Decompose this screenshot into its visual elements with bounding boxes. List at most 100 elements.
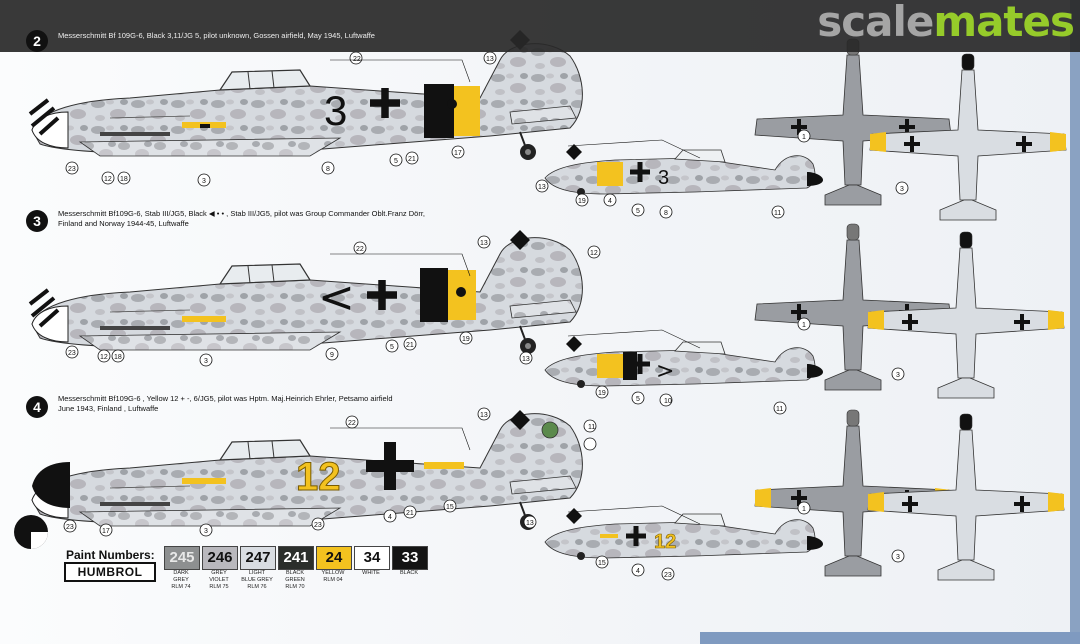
profile-4-lower-planform	[867, 413, 1065, 581]
svg-text:4: 4	[636, 568, 640, 575]
svg-text:4: 4	[608, 198, 612, 205]
paint-swatch-label-line: BLUE GREY	[241, 577, 273, 583]
svg-text:13: 13	[480, 240, 488, 247]
paint-swatch-34: 34	[354, 546, 390, 570]
svg-text:1: 1	[802, 322, 806, 329]
paint-swatch-label-line: WHITE	[362, 570, 380, 576]
svg-text:12: 12	[104, 176, 112, 183]
svg-text:12: 12	[100, 354, 108, 361]
svg-text:5: 5	[636, 396, 640, 403]
svg-text:1: 1	[802, 506, 806, 513]
profile-3-number: 3	[26, 210, 48, 232]
paint-swatch-245: 245	[164, 546, 200, 570]
svg-text:17: 17	[102, 528, 110, 535]
svg-text:11: 11	[776, 406, 783, 413]
callout-markers	[63, 51, 909, 581]
page-edge-bottom	[700, 632, 1080, 644]
paint-swatch-33: 33	[392, 546, 428, 570]
profile-4-caption-line-1: Messerschmitt Bf109G-6 , Yellow 12 + -, …	[58, 394, 393, 403]
paint-swatch-label-line: RLM 76	[247, 584, 267, 590]
svg-text:18: 18	[114, 354, 122, 361]
svg-text:5: 5	[636, 208, 640, 215]
quarter-circle-icon	[14, 515, 48, 549]
profile-3-lower-planform	[867, 231, 1065, 399]
profile-2-starboard-view	[544, 144, 824, 197]
watermark-part-2: mates	[933, 0, 1075, 46]
svg-text:3: 3	[900, 186, 904, 193]
paint-swatch-label-line: RLM 04	[323, 577, 343, 583]
paint-swatch-246: 246	[202, 546, 238, 570]
svg-text:13: 13	[526, 520, 534, 527]
callout-labels: 22 13 23 12 18 3 8 5 21 17 19 4 5 8 11 1…	[66, 56, 904, 579]
paint-swatch-label-line: GREY	[211, 570, 227, 576]
svg-text:3: 3	[202, 178, 206, 185]
svg-text:22: 22	[348, 420, 356, 427]
paint-swatch-label-line: GREEN	[285, 577, 305, 583]
svg-text:3: 3	[204, 528, 208, 535]
profile-3-caption-line-2: Finland and Norway 1944-45, Luftwaffe	[58, 219, 189, 228]
profile-4-code: 12	[296, 455, 341, 499]
paint-swatch-label-line: DARK	[173, 570, 189, 576]
paint-swatch-label-line: RLM 70	[285, 584, 305, 590]
svg-text:4: 4	[388, 514, 392, 521]
watermark-part-1: scale	[817, 0, 934, 46]
svg-text:10: 10	[664, 398, 672, 405]
profile-2-small-code: 3	[658, 167, 669, 189]
profile-4-side-view	[31, 410, 584, 531]
svg-text:5: 5	[394, 158, 398, 165]
svg-text:13: 13	[486, 56, 494, 63]
paint-swatch-241: 241	[278, 546, 314, 570]
profile-4-caption-line-2: June 1943, Finland , Luftwaffe	[58, 404, 159, 413]
svg-text:19: 19	[462, 336, 470, 343]
paint-swatch-24: 24	[316, 546, 352, 570]
profile-3-code: <	[318, 272, 355, 323]
svg-text:19: 19	[578, 198, 586, 205]
profile-4-number: 4	[26, 396, 48, 418]
svg-text:21: 21	[406, 510, 414, 517]
svg-text:21: 21	[406, 342, 414, 349]
svg-text:13: 13	[522, 356, 530, 363]
svg-text:19: 19	[598, 390, 606, 397]
profile-3-caption-line-1: Messerschmitt Bf109G-6, Stab III/JG5, Bl…	[58, 209, 425, 218]
svg-text:3: 3	[204, 358, 208, 365]
svg-text:23: 23	[68, 166, 76, 173]
svg-text:12: 12	[590, 250, 598, 257]
svg-text:11: 11	[774, 210, 781, 217]
leader-lines	[330, 59, 701, 525]
paint-swatch-label-line: BLACK	[285, 570, 305, 576]
svg-text:11: 11	[588, 424, 595, 431]
svg-text:13: 13	[480, 412, 488, 419]
profile-4-small-code: 12	[654, 531, 676, 553]
paint-swatch-247: 247	[240, 546, 276, 570]
paint-swatch-label-line: LIGHT	[248, 570, 266, 576]
paint-swatch-label-line: BLACK	[399, 570, 419, 576]
paint-swatch-label-line: RLM 75	[209, 584, 229, 590]
svg-text:23: 23	[314, 522, 322, 529]
svg-text:23: 23	[664, 572, 672, 579]
paint-swatch-label: BLACK	[390, 570, 428, 577]
svg-text:15: 15	[598, 560, 606, 567]
svg-text:8: 8	[664, 210, 668, 217]
profile-4-starboard-view	[544, 508, 824, 561]
svg-text:18: 18	[120, 176, 128, 183]
svg-text:21: 21	[408, 156, 416, 163]
profile-3-side-view	[28, 230, 584, 355]
paint-swatch-label-line: RLM 74	[171, 584, 191, 590]
profile-2-caption: Messerschmitt Bf 109G-6, Black 3,11/JG 5…	[58, 31, 375, 40]
svg-text:13: 13	[538, 184, 546, 191]
svg-text:5: 5	[390, 344, 394, 351]
paint-swatch-label-line: VIOLET	[209, 577, 229, 583]
svg-text:8: 8	[326, 166, 330, 173]
svg-text:23: 23	[68, 350, 76, 357]
svg-text:9: 9	[330, 352, 334, 359]
profile-3-starboard-view	[544, 336, 824, 389]
svg-text:23: 23	[66, 524, 74, 531]
paint-swatch-label-line: GREY	[173, 577, 189, 583]
profile-2-number: 2	[26, 30, 48, 52]
